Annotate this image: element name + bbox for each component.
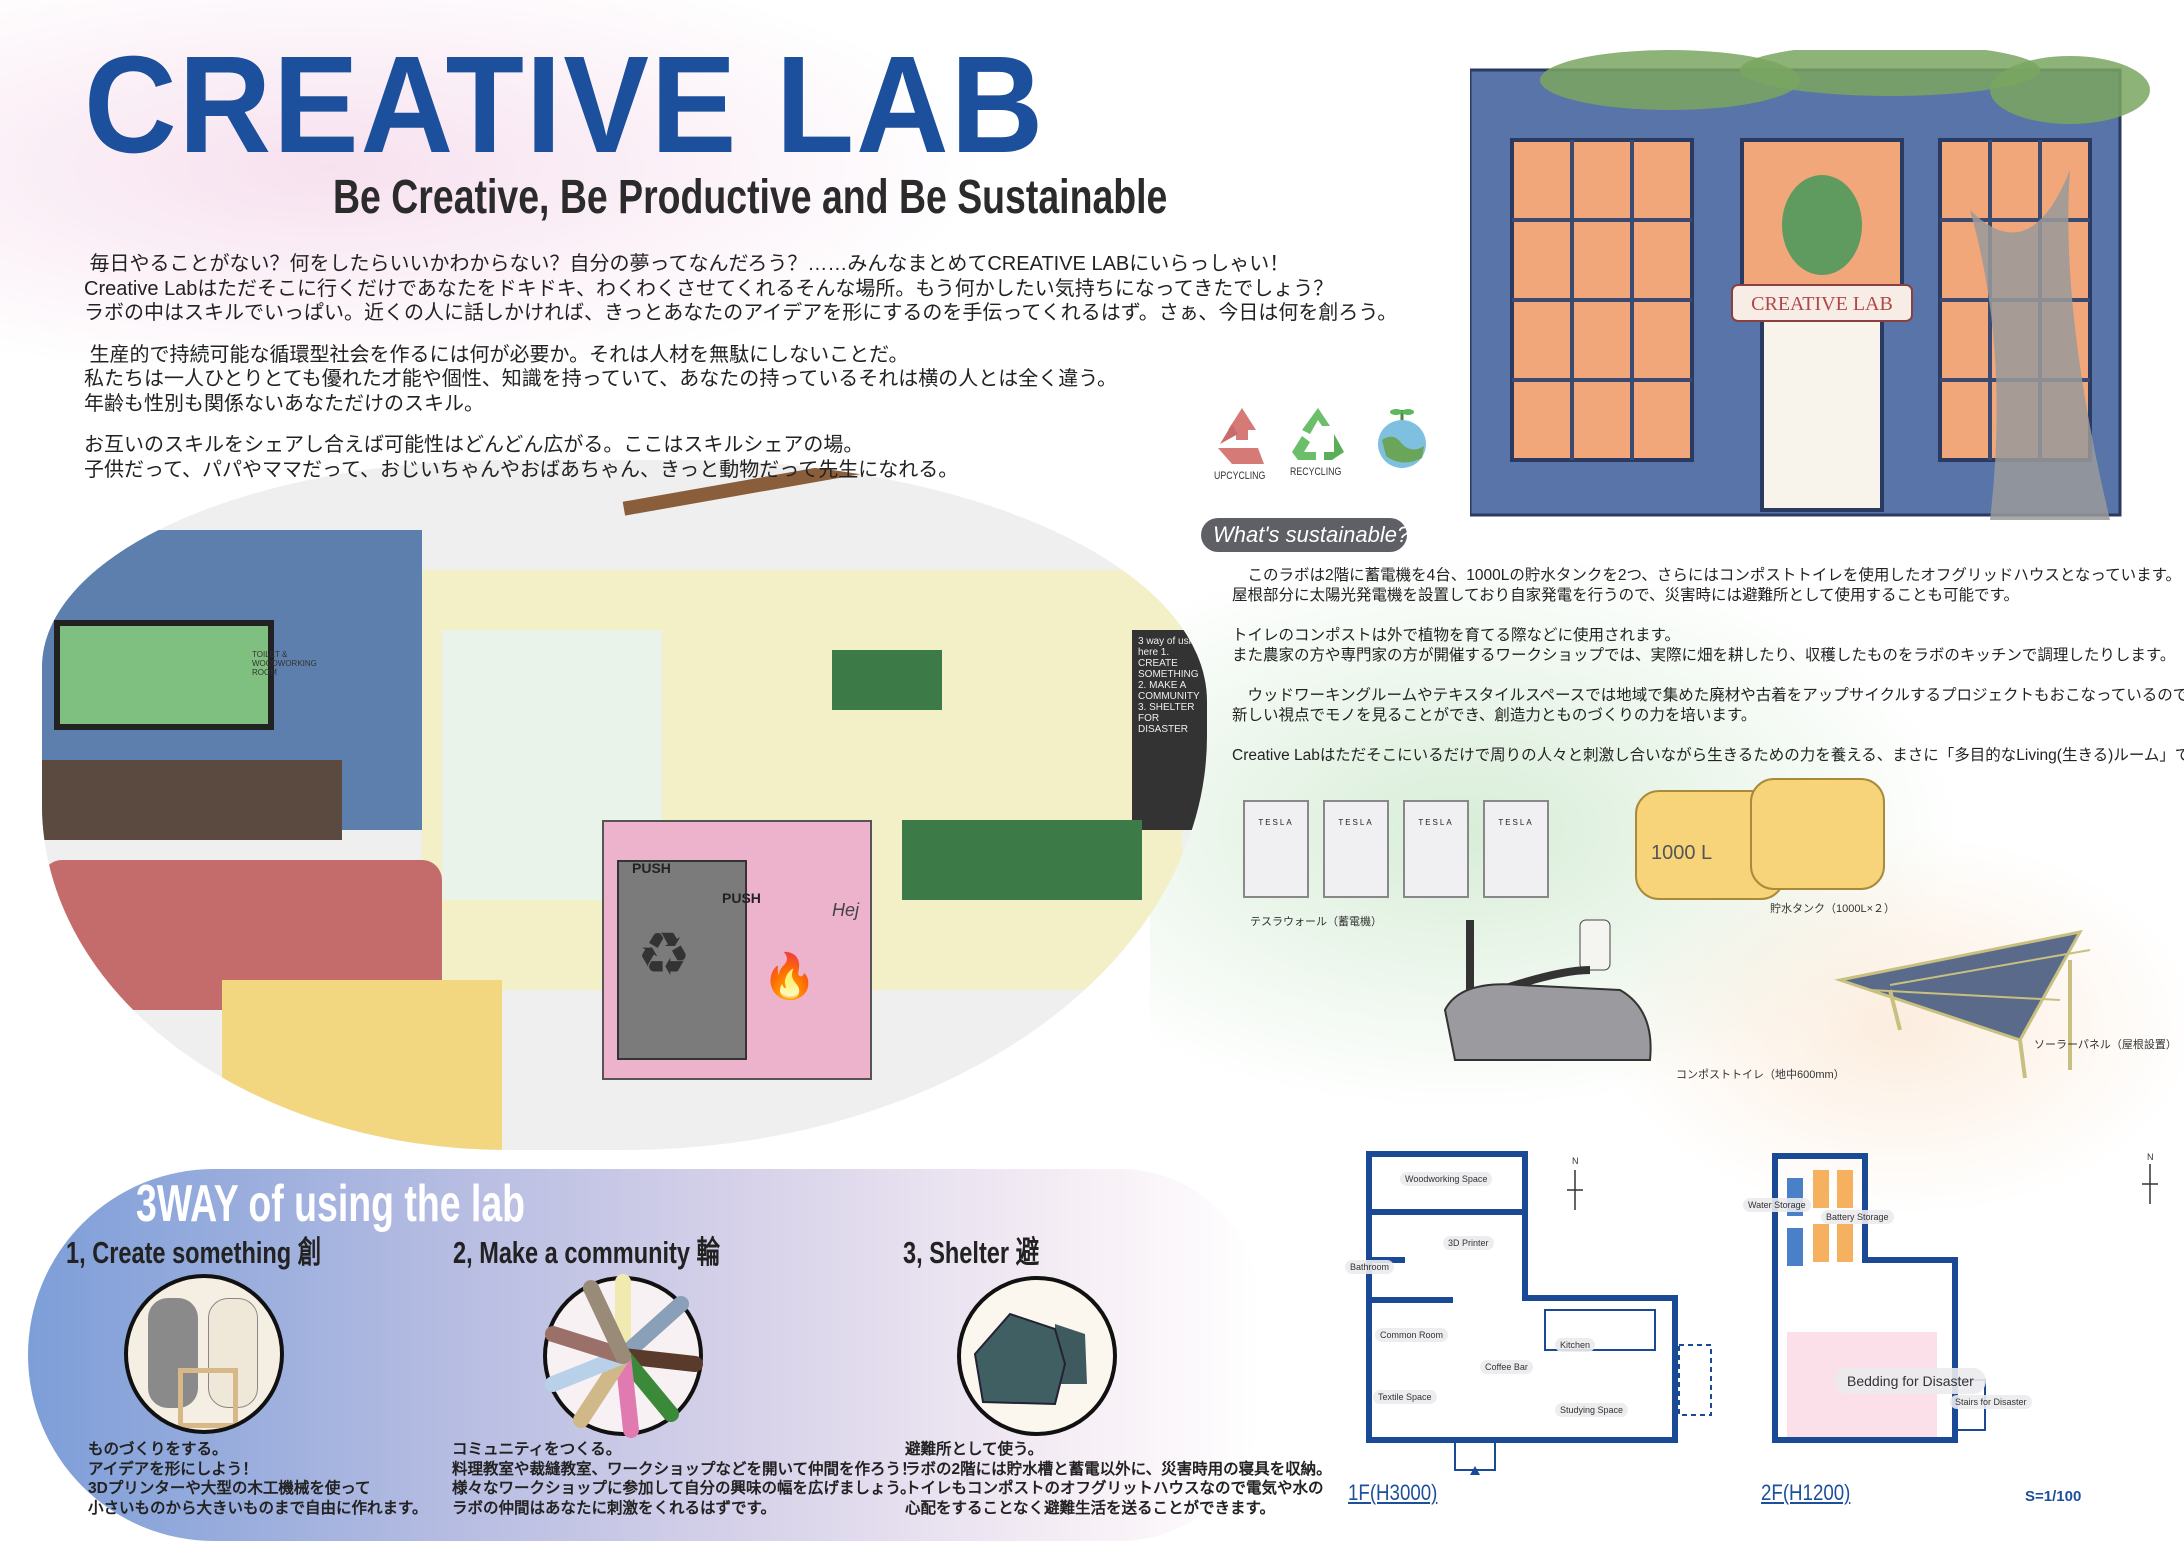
create-illustration <box>124 1274 284 1434</box>
tesla-unit: TESLA <box>1403 800 1469 898</box>
recycle-bin-icon: ♻ <box>637 921 691 988</box>
sustainable-paragraph: トイレのコンポストは外で植物を育てる際などに使用されます。 また農家の方や専門家… <box>1232 627 2176 664</box>
way-heading-create: 1, Create something 創 <box>66 1235 322 1270</box>
way-heading-shelter: 3, Shelter 避 <box>903 1235 1040 1270</box>
community-illustration <box>543 1274 703 1438</box>
scale-label: S=1/100 <box>2025 1488 2082 1505</box>
upcycling-label: UPCYCLING <box>1214 470 1266 482</box>
page-subtitle: Be Creative, Be Productive and Be Sustai… <box>333 171 1168 224</box>
room-label: 3D Printer <box>1443 1236 1494 1250</box>
room-label: Woodworking Space <box>1400 1172 1493 1186</box>
tesla-unit: TESLA <box>1483 800 1549 898</box>
floor-1f-label[interactable]: 1F(H3000) <box>1348 1480 1438 1505</box>
north-label: N <box>2147 1152 2154 1162</box>
push-label: PUSH <box>632 860 671 876</box>
intro-paragraph: 生産的で持続可能な循環型社会を作るには何が必要か。それは人材を無駄にしないことだ… <box>84 343 1117 415</box>
tesla-caption: テスラウォール（蓄電機） <box>1250 916 1382 928</box>
earth-sprout-icon <box>1378 409 1426 468</box>
building-sign: CREATIVE LAB <box>1751 293 1893 315</box>
toilet-caption: コンポストトイレ（地中600mm） <box>1676 1069 1845 1081</box>
water-tank <box>1750 778 1885 890</box>
interior-illustration: 3 way of using here 1. CREATE SOMETHING … <box>42 460 1207 1150</box>
recycling-icon <box>1292 408 1344 460</box>
tesla-unit: TESLA <box>1243 800 1309 898</box>
compost-toilet-illustration <box>1443 919 1652 1061</box>
whats-sustainable-badge: What's sustainable? <box>1201 518 1409 552</box>
intro-paragraph: 毎日やることがない？何をしたらいいかわからない？自分の夢ってなんだろう？……みん… <box>84 253 1398 324</box>
blackboard: 3 way of using here 1. CREATE SOMETHING … <box>1132 630 1207 830</box>
room-label: Kitchen <box>1555 1338 1596 1352</box>
upcycling-icon <box>1218 408 1264 464</box>
eco-icons: UPCYCLING RECYCLING <box>1212 404 1452 488</box>
room-label: Bathroom <box>1345 1260 1395 1274</box>
intro-paragraph: お互いのスキルをシェアし合えば可能性はどんどん広がる。ここはスキルシェアの場。 … <box>84 434 959 481</box>
tesla-unit: TESLA <box>1323 800 1389 898</box>
solar-panel-illustration <box>1834 930 2091 1079</box>
room-label: Studying Space <box>1555 1403 1629 1417</box>
toilet-sign: TOILET & WOODWORKING ROOM <box>252 650 317 677</box>
building-illustration: CREATIVE LAB <box>1470 50 2150 520</box>
tank-caption: 貯水タンク（1000L×２） <box>1770 903 1896 915</box>
way-text-community: コミュニティをつくる。 料理教室や裁縫教室、ワークショップなどを開いて仲間を作ろ… <box>452 1441 917 1517</box>
room-label: Battery Storage <box>1821 1210 1894 1224</box>
floorplan-1f: N Woodworking Space 3D Printer Bathroom … <box>1345 1140 1745 1505</box>
hej-label: Hej <box>832 900 860 920</box>
floorplan-2f: N Water Storage Battery Storage Bedding … <box>1743 1140 2175 1505</box>
three-way-title: 3WAY of using the lab <box>136 1175 526 1233</box>
intro-text: 毎日やることがない？何をしたらいいかわからない？自分の夢ってなんだろう？……みん… <box>84 252 1397 499</box>
solar-caption: ソーラーパネル（屋根設置） <box>2034 1039 2177 1051</box>
room-label: Stairs for Disaster <box>1950 1395 2032 1409</box>
way-heading-community: 2, Make a community 輪 <box>453 1235 721 1270</box>
fire-icon: 🔥 <box>762 952 817 1001</box>
sustainable-paragraph: Creative Labはただそこにいるだけで周りの人々と刺激し合いながら生きる… <box>1232 747 2184 764</box>
way-text-create: ものづくりをする。 アイデアを形にしよう！ 3Dプリンターや大型の木工機械を使っ… <box>88 1441 428 1517</box>
floorplan-1f-drawing: N <box>1366 1151 1712 1475</box>
push-label: PUSH <box>722 890 761 906</box>
shelter-tent-illustration <box>957 1276 1117 1436</box>
recycling-label: RECYCLING <box>1290 466 1342 478</box>
room-label: Water Storage <box>1743 1198 1811 1212</box>
floor-2f-label[interactable]: 2F(H1200) <box>1761 1480 1851 1505</box>
sustainable-paragraph: このラボは2階に蓄電機を4台、1000Lの貯水タンクを2つ、さらにはコンポストト… <box>1232 567 2182 604</box>
north-label: N <box>1572 1156 1579 1166</box>
way-text-shelter: 避難所として使う。 ラボの2階には貯水槽と蓄電以外に、災害時用の寝具を収納。 ト… <box>905 1441 1332 1517</box>
tank-label: 1000 L <box>1651 842 1713 864</box>
sustainable-paragraph: ウッドワーキングルームやテキスタイルスペースでは地域で集めた廃材や古着をアップサ… <box>1232 687 2184 724</box>
page-title: CREATIVE LAB <box>84 28 1046 182</box>
room-label: Bedding for Disaster <box>1835 1368 1986 1394</box>
sustainable-text: このラボは2階に蓄電機を4台、1000Lの貯水タンクを2つ、さらにはコンポストト… <box>1232 566 2184 786</box>
room-label: Common Room <box>1375 1328 1449 1342</box>
tesla-powerwalls: TESLA TESLA TESLA TESLA <box>1243 800 1563 900</box>
floorplan-2f-drawing: N <box>1772 1152 2158 1443</box>
room-label: Textile Space <box>1373 1390 1437 1404</box>
pink-watercolor-wash <box>0 0 1100 420</box>
room-label: Coffee Bar <box>1480 1360 1533 1374</box>
